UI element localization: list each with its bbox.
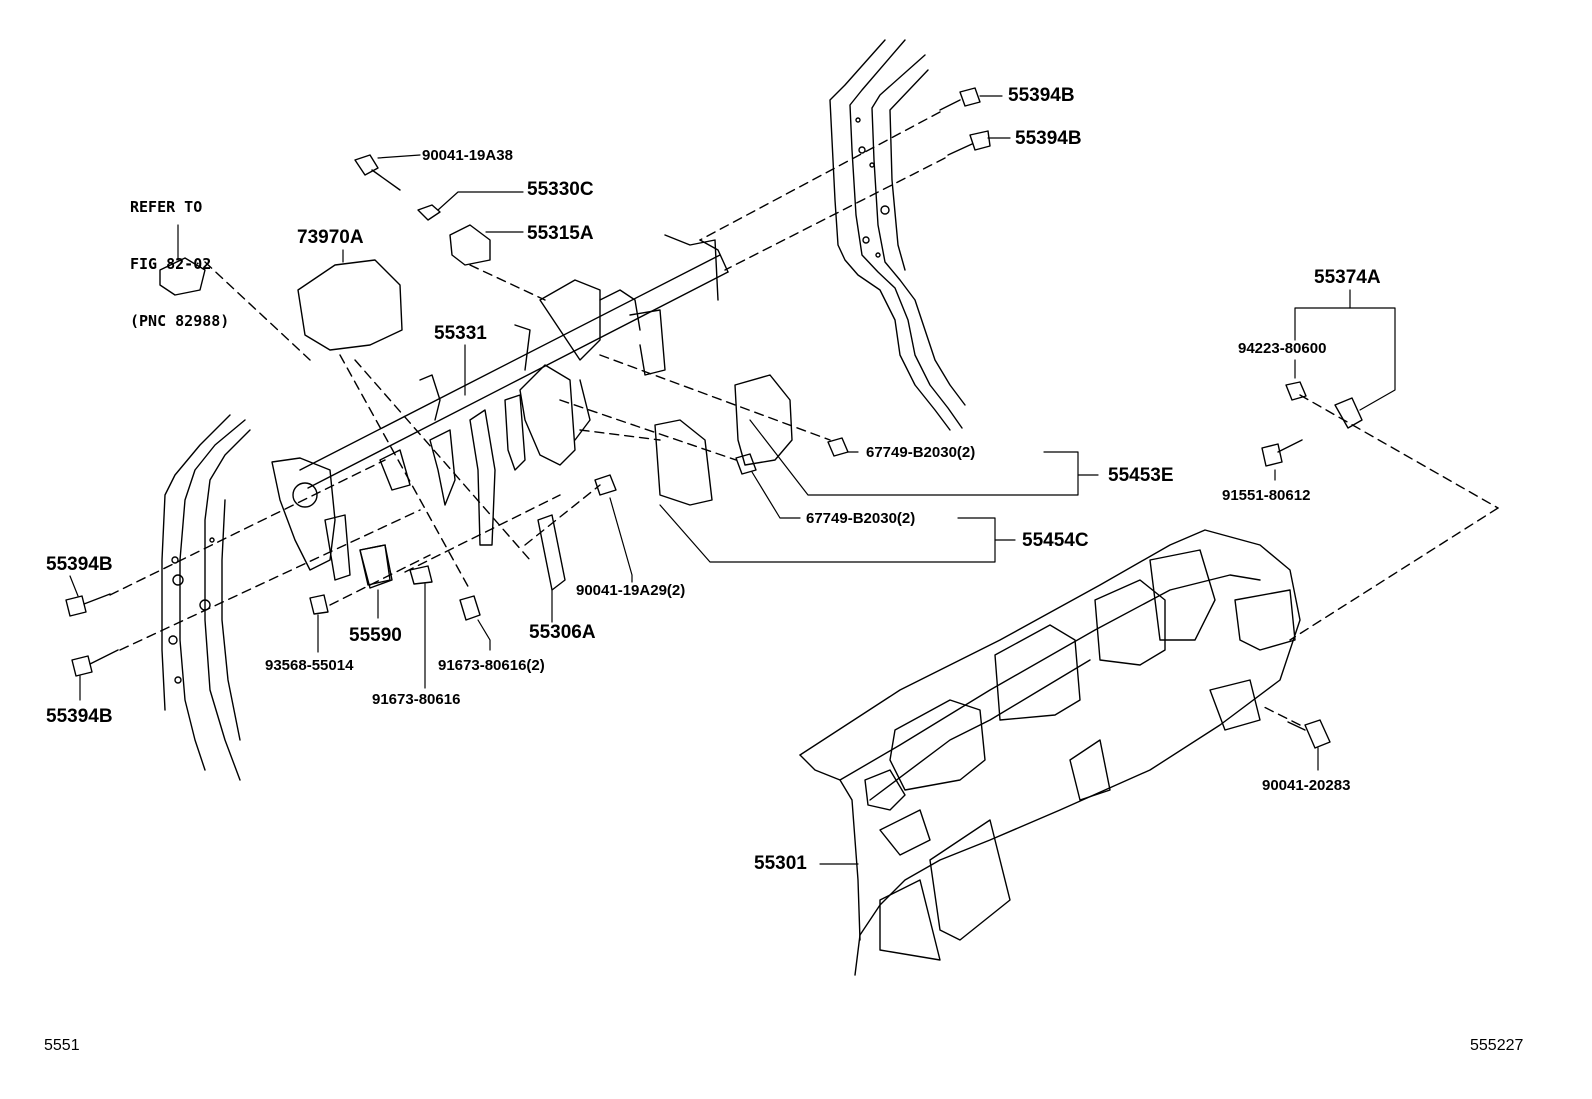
duct-pieces [654, 374, 793, 506]
instrument-panel-reinforcement [271, 234, 729, 586]
label-55394b-left-2: 55394B [46, 706, 113, 727]
label-55394b-top-1: 55394B [1008, 85, 1075, 106]
label-55301: 55301 [754, 853, 807, 874]
refer-note-line-3: (PNC 82988) [130, 312, 230, 330]
label-55315a: 55315A [527, 223, 594, 244]
label-90041-20283: 90041-20283 [1262, 777, 1351, 794]
label-55374a: 55374A [1314, 267, 1381, 288]
assembly-dashed-lines [109, 111, 1499, 726]
refer-note-line-2: FIG 82-02 [130, 255, 212, 273]
footer-left-code: 5551 [44, 1037, 80, 1054]
refer-note-line-1: REFER TO [130, 198, 203, 216]
fasteners-and-brackets [65, 87, 1363, 749]
label-55394b-left-1: 55394B [46, 554, 113, 575]
instrument-panel [799, 529, 1301, 976]
left-pillar-panel [161, 414, 251, 781]
label-67749-b2030-1: 67749-B2030(2) [866, 444, 976, 461]
label-90041-19a29: 90041-19A29(2) [576, 582, 686, 599]
refer-to-note: REFER TO FIG 82-02 (PNC 82988) [130, 160, 229, 350]
right-pillar-panel [829, 39, 966, 431]
label-55590: 55590 [349, 625, 402, 646]
label-91673-80616: 91673-80616 [372, 691, 461, 708]
footer-right-code: 555227 [1470, 1037, 1524, 1054]
label-55394b-top-2: 55394B [1015, 128, 1082, 149]
label-55453e: 55453E [1108, 465, 1174, 486]
label-91673-80616-2: 91673-80616(2) [438, 657, 545, 674]
label-55331: 55331 [434, 323, 487, 344]
label-90041-19a38: 90041-19A38 [422, 147, 513, 164]
label-91551-80612: 91551-80612 [1222, 487, 1311, 504]
label-55454c: 55454C [1022, 530, 1089, 551]
label-67749-b2030-2: 67749-B2030(2) [806, 510, 916, 527]
label-55306a: 55306A [529, 622, 596, 643]
leader-lines [69, 95, 1396, 865]
label-73970a: 73970A [297, 227, 364, 248]
label-93568-55014: 93568-55014 [265, 657, 354, 674]
label-94223-80600: 94223-80600 [1238, 340, 1327, 357]
label-55330c: 55330C [527, 179, 594, 200]
